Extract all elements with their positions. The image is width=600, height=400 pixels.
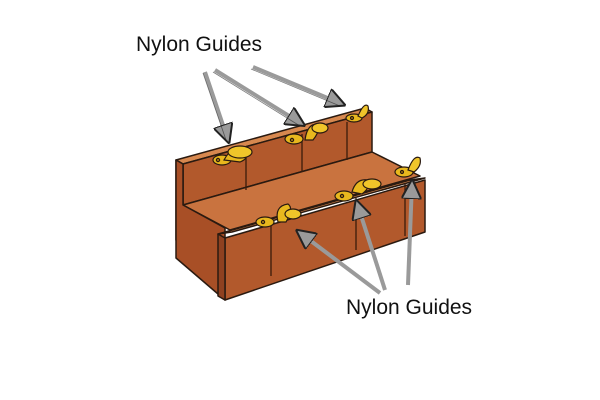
pointer-arrow-outlines [202,68,341,141]
nylon-guide-icon [284,122,329,145]
nylon-guides-label-top: Nylon Guides [136,33,263,56]
arrow-outline [212,71,301,127]
pointer-arrow-icon [408,183,412,286]
nylon-guides-label-bottom: Nylon Guides [346,296,473,319]
nylon-guides-front [255,156,421,228]
pointer-arrows [203,65,412,295]
arrow-outline [202,72,227,141]
nylon-guide-icon [334,178,382,202]
nylon-guide-icon [394,156,421,178]
front-wall-end [217,233,226,301]
nylon-guide-icon [212,145,253,166]
pointer-arrow-icon [213,68,302,124]
nylon-guides-back [212,104,369,166]
arrow-outline [250,68,341,107]
nylon-guide-icon [345,104,369,123]
pointer-arrow-icon [299,232,382,295]
pointer-arrow-icon [252,65,342,104]
pointer-arrow-icon [203,71,228,140]
nylon-guide-icon [255,203,302,228]
pointer-arrow-icon [357,203,387,291]
box-end-face [175,159,226,301]
